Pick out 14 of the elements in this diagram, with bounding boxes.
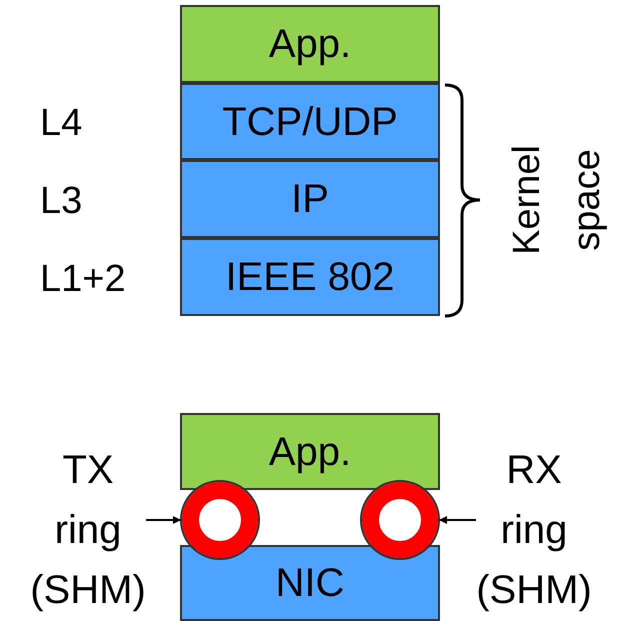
layer-box: NIC	[180, 545, 440, 621]
layer-label: L1+2	[40, 257, 127, 302]
ring-label: RX ring (SHM)	[476, 440, 592, 620]
layer-label: L4	[40, 101, 84, 146]
layer-box: App.	[180, 5, 440, 83]
layer-box: IEEE 802	[180, 238, 440, 316]
layer-box: TCP/UDP	[180, 83, 440, 160]
arrow	[439, 516, 476, 524]
layer-box: IP	[180, 160, 440, 238]
space-label: Kernel space	[505, 144, 609, 257]
ring-label: TX ring (SHM)	[30, 440, 146, 620]
layer-label: L3	[40, 179, 84, 224]
layer-box: App.	[180, 413, 440, 490]
arrow	[146, 516, 181, 524]
